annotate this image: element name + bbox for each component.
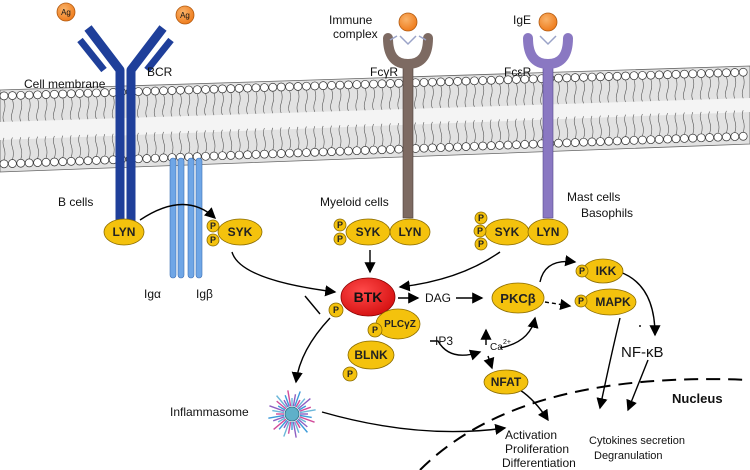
fcer-label: FcεR [504, 65, 532, 79]
syk-label-mast: SYK [495, 225, 520, 239]
bcr-receptor: Ag Ag [56, 2, 195, 225]
pkcb-node: PKCβ [491, 282, 545, 314]
cytokines-label: Cytokines secretion [589, 435, 685, 447]
nucleus-label: Nucleus [672, 391, 723, 406]
ige-label: IgE [513, 13, 531, 27]
differentiation-label: Differentiation [502, 456, 576, 470]
proliferation-label: Proliferation [505, 442, 569, 456]
calcium-superscript: 2+ [503, 339, 511, 346]
lyn-node-myeloid: LYN [389, 218, 431, 246]
bcr-label: BCR [147, 65, 173, 79]
syk-label-bcells: SYK [228, 225, 253, 239]
phospho-marker: P [372, 325, 378, 335]
plcg-node: PLCγZ P [367, 308, 421, 340]
nucleus-boundary [419, 378, 750, 470]
mast-cells-label: Mast cells [567, 190, 620, 204]
phospho-marker: P [478, 239, 484, 249]
activation-label: Activation [505, 428, 557, 442]
iga-label: Igα [144, 287, 161, 301]
lyn-label-bcells: LYN [113, 225, 136, 239]
mapk-label: MAPK [595, 295, 631, 309]
syk-node-bcells: SYK P P [206, 218, 263, 247]
phospho-marker: P [579, 266, 585, 276]
cell-membrane-label: Cell membrane [24, 77, 106, 91]
ikk-label: IKK [596, 264, 617, 278]
blnk-node: BLNK P [342, 340, 395, 382]
plcg-label: PLCγZ [384, 319, 416, 330]
nfat-label: NFAT [491, 375, 522, 389]
mapk-node: MAPK P [574, 288, 637, 316]
fcgr-label: FcγR [370, 65, 398, 79]
lyn-node-mast: LYN [527, 218, 569, 246]
phospho-marker: P [210, 235, 216, 245]
syk-node-myeloid: SYK P P [333, 218, 391, 246]
nfkb-label: NF-κB [621, 344, 664, 361]
nfat-node: NFAT [483, 369, 529, 395]
dag-label: DAG [425, 291, 451, 305]
iga-igb-coreceptor [169, 157, 203, 279]
basophils-label: Basophils [581, 206, 633, 220]
signaling-arrows [139, 203, 661, 435]
fcer-receptor [523, 12, 573, 219]
phospho-marker: P [477, 226, 483, 236]
degranulation-label: Degranulation [594, 450, 663, 462]
cell-membrane [0, 65, 750, 173]
phospho-marker: P [337, 234, 343, 244]
phospho-marker: P [578, 296, 584, 306]
ikk-node: IKK P [575, 258, 624, 284]
calcium-label: Ca [490, 342, 503, 353]
antigen-right-label: Ag [180, 11, 190, 20]
b-cells-label: B cells [58, 195, 93, 209]
lyn-label-myeloid: LYN [399, 225, 422, 239]
phospho-marker: P [337, 220, 343, 230]
phospho-marker: P [347, 369, 353, 379]
inflammasome-icon [268, 390, 316, 438]
fcgr-receptor [383, 12, 433, 219]
immune-complex-label-2: complex [333, 27, 378, 41]
igb-label: Igβ [196, 287, 213, 301]
syk-node-mast: SYK P P P [473, 211, 530, 251]
phospho-marker: P [333, 305, 339, 315]
antigen-left [56, 2, 76, 22]
syk-label-myeloid: SYK [356, 225, 381, 239]
immune-complex-label-1: Immune [329, 13, 373, 27]
ige-antigen [538, 12, 558, 32]
phospho-marker: P [210, 221, 216, 231]
antigen-left-label: Ag [61, 8, 71, 17]
myeloid-cells-label: Myeloid cells [320, 195, 389, 209]
btk-label: BTK [354, 289, 383, 305]
phospho-marker: P [478, 213, 484, 223]
lyn-node-bcells: LYN [103, 218, 145, 246]
blnk-label: BLNK [354, 348, 388, 362]
ip3-label: IP3 [435, 334, 453, 348]
pkcb-label: PKCβ [500, 291, 535, 306]
lyn-label-mast: LYN [537, 225, 560, 239]
immune-complex-antigen [398, 12, 418, 32]
antigen-right [175, 5, 195, 25]
btk-node: BTK P [328, 277, 396, 318]
inflammasome-label: Inflammasome [170, 405, 249, 419]
